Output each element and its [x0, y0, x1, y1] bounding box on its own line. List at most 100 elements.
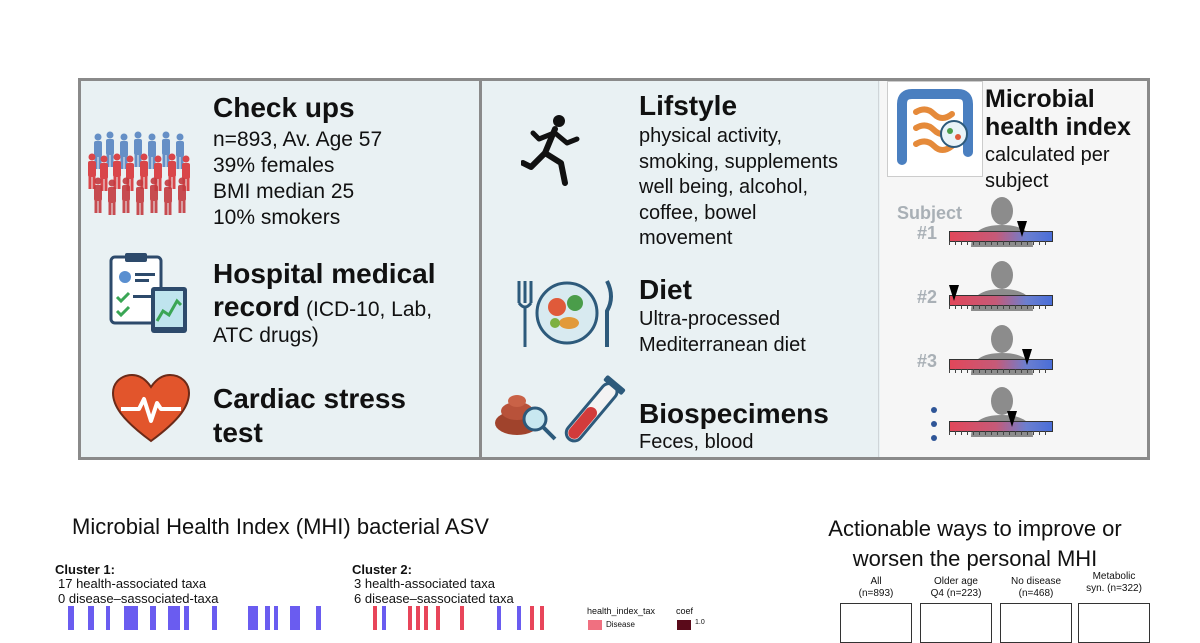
- runner-icon: [521, 115, 580, 186]
- cluster1-line: 0 disease–sassociated-taxa: [58, 591, 219, 606]
- diet-title: Diet: [639, 274, 692, 305]
- coef-swatch: [677, 620, 691, 630]
- mhi-subtitle: calculated per subject: [985, 142, 1110, 194]
- subject-label: #2: [917, 287, 938, 307]
- subject-header: Subject: [897, 203, 963, 223]
- group-label-line: All: [870, 576, 882, 587]
- ellipsis-dot: [931, 421, 937, 427]
- population-icon: [88, 131, 190, 215]
- cardiac-title-line2: test: [213, 417, 263, 448]
- cluster2-line: 3 health-associated taxa: [354, 576, 495, 591]
- cluster1-title: Cluster 1:: [55, 562, 115, 577]
- checkups-line: 39% females: [213, 154, 335, 177]
- asv-taxon-bar: [290, 606, 300, 630]
- mhi-title-line2: health index: [985, 113, 1131, 141]
- hospital-title-word: record: [213, 291, 301, 322]
- asv-taxon-bar: [436, 606, 440, 630]
- mhi-scale-ticks: [949, 431, 1051, 435]
- asv-taxon-bar: [382, 606, 386, 630]
- mhi-scale-ticks: [949, 369, 1051, 373]
- specimen-icon: [495, 375, 626, 443]
- asv-taxon-bar: [373, 606, 377, 630]
- checkups-line: n=893, Av. Age 57: [213, 128, 383, 151]
- hospital-title-detail: (ICD-10, Lab,: [300, 298, 433, 321]
- mhi-score-marker: [1017, 221, 1028, 237]
- group-label-line: syn. (n=322): [1086, 583, 1142, 594]
- asv-taxon-bar: [212, 606, 217, 630]
- group-label-line: (n=893): [858, 588, 894, 599]
- overview-panel: Check ups n=893, Av. Age 57 39% females …: [78, 78, 1150, 460]
- asv-taxon-bar: [540, 606, 544, 630]
- asv-taxon-bar: [248, 606, 258, 630]
- asv-taxon-bar: [106, 606, 110, 630]
- asv-taxon-bar: [497, 606, 501, 630]
- asv-taxon-bar: [265, 606, 270, 630]
- lifestyle-line: movement: [639, 227, 733, 249]
- group-label-line: Metabolic: [1092, 571, 1136, 582]
- diet-details: Ultra-processed Mediterranean diet: [639, 306, 806, 358]
- ellipsis-dot: [931, 435, 937, 441]
- group-label: All(n=893): [840, 576, 912, 600]
- checkups-line: 10% smokers: [213, 206, 341, 229]
- actionable-title-line: Actionable ways to improve or: [828, 516, 1122, 541]
- biospecimens-detail: Feces, blood: [639, 431, 754, 453]
- asv-taxon-bar: [168, 606, 180, 630]
- asv-section-title: Microbial Health Index (MHI) bacterial A…: [72, 514, 489, 539]
- column-divider-1: [479, 81, 482, 457]
- biospecimens-title: Biospecimens: [639, 398, 829, 429]
- cluster2-line: 6 disease–sassociated taxa: [354, 591, 514, 606]
- group-panel: [840, 603, 912, 643]
- group-label-line: Q4 (n=223): [930, 588, 982, 599]
- asv-taxon-bar: [530, 606, 534, 630]
- diet-line: Ultra-processed: [639, 308, 781, 330]
- mhi-score-marker: [1007, 411, 1018, 427]
- asv-taxon-bar: [150, 606, 156, 630]
- hospital-title-line2: record (ICD-10, Lab,: [213, 292, 432, 325]
- group-label-line: Older age: [934, 576, 978, 587]
- medical-record-icon: [109, 253, 187, 333]
- legend-disease-label: Disease: [606, 620, 635, 629]
- group-label-line: (n=468): [1018, 588, 1054, 599]
- asv-taxon-bar: [424, 606, 428, 630]
- actionable-title-line: worsen the personal MHI: [852, 546, 1098, 571]
- lifestyle-details: physical activity, smoking, supplements …: [639, 124, 838, 252]
- cluster1-line: 17 health-associated taxa: [58, 576, 207, 591]
- hospital-title: Hospital medical: [213, 258, 436, 289]
- group-label-line: No disease: [1010, 576, 1062, 587]
- heart-icon: [111, 373, 191, 443]
- asv-taxon-bar: [274, 606, 278, 630]
- intestine-icon-frame: [887, 81, 983, 177]
- coef-title: coef: [676, 606, 694, 616]
- asv-taxon-bar: [124, 606, 138, 630]
- legend-disease-swatch: [588, 620, 602, 630]
- column-divider-2: [878, 81, 879, 457]
- asv-taxon-bar: [408, 606, 412, 630]
- mhi-scale-ticks: [949, 241, 1051, 245]
- group-label: No disease(n=468): [1000, 576, 1072, 600]
- diet-plate-icon: [517, 280, 613, 347]
- cluster2-title: Cluster 2:: [352, 562, 412, 577]
- mhi-title: Microbial: [985, 85, 1095, 113]
- intestine-icon: [897, 89, 973, 165]
- cardiac-title: Cardiac stress: [213, 383, 407, 414]
- group-panel: [920, 603, 992, 643]
- diet-line: Mediterranean diet: [639, 334, 806, 356]
- checkups-details: n=893, Av. Age 57 39% females BMI median…: [213, 127, 382, 231]
- group-panel: [1078, 603, 1150, 643]
- ellipsis-dot: [931, 407, 937, 413]
- checkups-line: BMI median 25: [213, 180, 355, 203]
- asv-taxon-bar: [184, 606, 189, 630]
- mhi-score-marker: [949, 285, 960, 301]
- mhi-scale-ticks: [949, 305, 1051, 309]
- group-panel: [1000, 603, 1072, 643]
- asv-taxon-bar: [416, 606, 420, 630]
- subject-label: #3: [917, 351, 938, 371]
- lifestyle-line: well being, alcohol,: [639, 176, 808, 198]
- lifestyle-title: Lifstyle: [639, 90, 738, 121]
- asv-taxon-bar: [517, 606, 521, 630]
- coef-value: 1.0: [695, 619, 705, 626]
- legend-title: health_index_tax: [587, 606, 656, 616]
- asv-taxon-bar: [316, 606, 321, 630]
